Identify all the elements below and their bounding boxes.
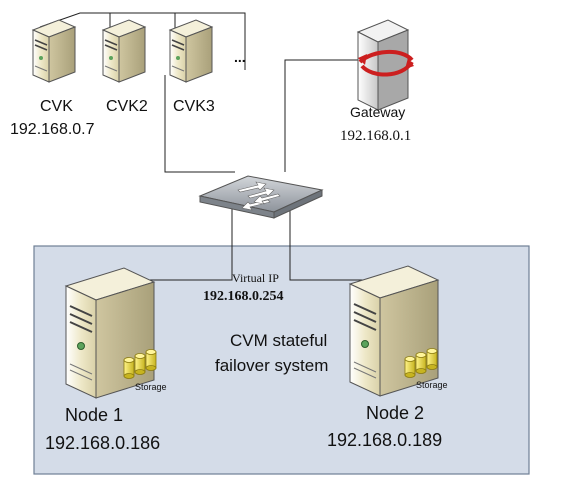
cvk2-label: CVK2	[106, 98, 148, 115]
cvk3-server-icon	[169, 19, 213, 83]
node1-server-icon	[65, 267, 155, 399]
network-links	[39, 12, 395, 281]
node1-storage-label: Storage	[135, 382, 167, 392]
virtual-ip-label: Virtual IP	[232, 271, 279, 285]
cluster-title-line1: CVM stateful	[230, 331, 327, 350]
cvk3-label: CVK3	[173, 98, 215, 115]
gateway-to-switch-line	[284, 59, 365, 172]
node1-label: Node 1	[65, 405, 123, 425]
gateway-label: Gateway	[350, 104, 405, 120]
node2-storage-label: Storage	[416, 380, 448, 390]
node1-ip: 192.168.0.186	[45, 433, 160, 453]
cvk-to-switch-line	[164, 75, 235, 173]
switch-to-node2-line	[289, 205, 395, 281]
node2-label: Node 2	[366, 403, 424, 423]
cvk2-server-icon	[102, 19, 146, 83]
gateway-icon	[356, 19, 414, 111]
virtual-ip-address: 192.168.0.254	[203, 289, 284, 304]
node2-ip: 192.168.0.189	[327, 430, 442, 450]
cvk-label: CVK	[40, 98, 73, 115]
cvk-ip: 192.168.0.7	[10, 121, 95, 138]
switch-to-node1-line	[140, 205, 233, 281]
switch-icon	[198, 175, 324, 219]
cvk-more-ellipsis: ...	[234, 49, 246, 65]
cluster-title-line2: failover system	[215, 356, 328, 375]
node2-server-icon	[349, 265, 439, 397]
gateway-ip: 192.168.0.1	[340, 128, 411, 144]
cvk-server-icon	[32, 19, 76, 83]
